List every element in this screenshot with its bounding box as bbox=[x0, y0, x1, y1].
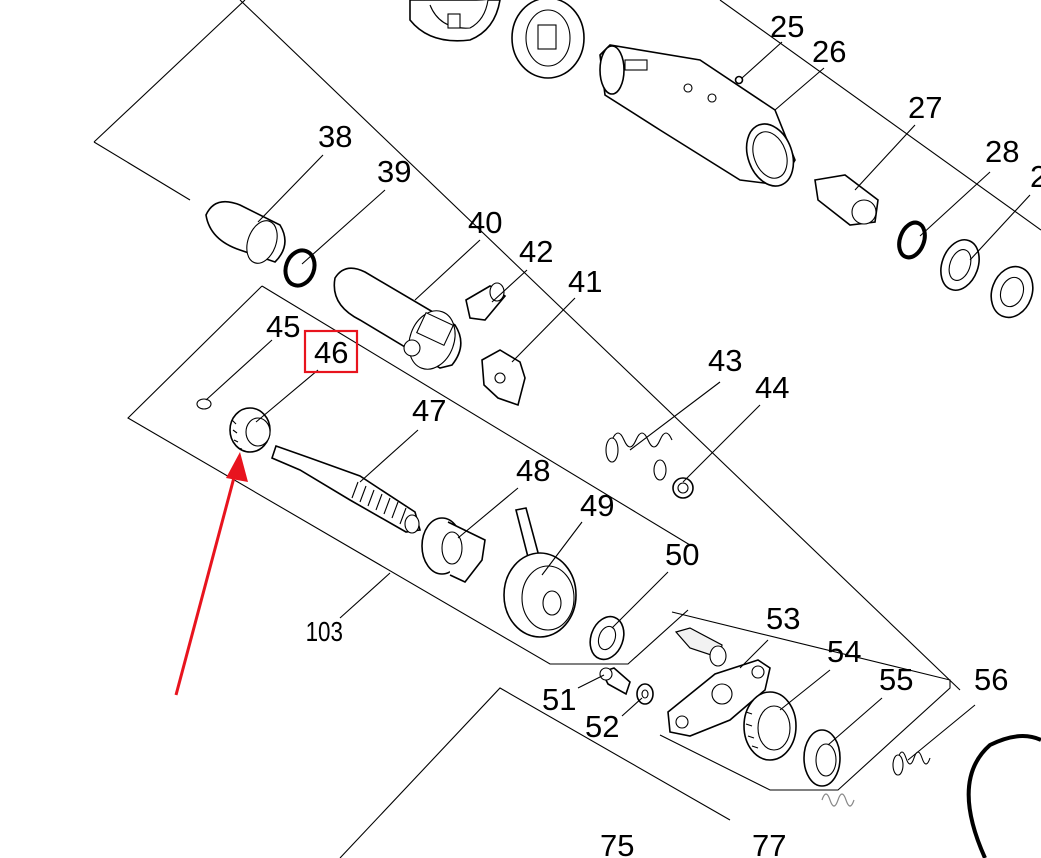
part-25-ball bbox=[734, 75, 744, 85]
label-28: 28 bbox=[985, 134, 1019, 169]
lower-assembly-frame bbox=[339, 687, 731, 858]
part-29-bearing bbox=[990, 265, 1034, 319]
part-54-gear bbox=[743, 691, 797, 761]
label-46: 46 bbox=[314, 335, 348, 370]
part-48-cam bbox=[421, 517, 486, 583]
part-gear-top bbox=[409, 0, 501, 42]
label-41: 41 bbox=[568, 264, 602, 299]
part-51-screw bbox=[599, 667, 631, 696]
part-41-plate bbox=[481, 349, 526, 407]
label-51: 51 bbox=[542, 682, 576, 717]
label-55: 55 bbox=[879, 662, 913, 697]
label-77: 77 bbox=[752, 828, 786, 858]
frame-53-group bbox=[659, 611, 951, 791]
label-39: 39 bbox=[377, 154, 411, 189]
highlight-arrow bbox=[174, 452, 248, 696]
label-25: 25 bbox=[770, 9, 804, 44]
frame-103 bbox=[127, 285, 691, 665]
part-spring-ghost bbox=[821, 793, 855, 807]
label-50: 50 bbox=[665, 537, 699, 572]
label-26: 26 bbox=[812, 34, 846, 69]
part-45-ring bbox=[196, 398, 212, 410]
label-47: 47 bbox=[412, 393, 446, 428]
label-45: 45 bbox=[266, 309, 300, 344]
part-44-cap bbox=[672, 477, 694, 499]
label-48: 48 bbox=[516, 453, 550, 488]
part-50-washer bbox=[589, 615, 625, 661]
label-27: 27 bbox=[908, 90, 942, 125]
label-52: 52 bbox=[585, 709, 619, 744]
label-49: 49 bbox=[580, 488, 614, 523]
leader-lines bbox=[205, 41, 1031, 761]
label-44: 44 bbox=[755, 370, 789, 405]
label-103: 103 bbox=[306, 617, 343, 648]
part-53-plate bbox=[667, 659, 771, 737]
part-39-oring bbox=[283, 248, 317, 288]
part-40-sleeve bbox=[333, 267, 462, 370]
label-40: 40 bbox=[468, 205, 502, 240]
part-55-bearing bbox=[803, 729, 841, 787]
part-49-body bbox=[503, 507, 577, 638]
part-38-cap bbox=[205, 200, 286, 264]
part-43-spring bbox=[605, 432, 673, 481]
label-53: 53 bbox=[766, 601, 800, 636]
label-38: 38 bbox=[318, 119, 352, 154]
part-26-cylinder bbox=[599, 44, 796, 187]
label-43: 43 bbox=[708, 343, 742, 378]
label-42: 42 bbox=[519, 234, 553, 269]
part-28-oring bbox=[897, 220, 927, 260]
part-51-screw-ghost bbox=[674, 627, 727, 667]
part-labels: 25 26 27 28 2 38 39 40 42 41 45 46 47 48… bbox=[266, 9, 1041, 858]
part-ring-plate bbox=[511, 0, 585, 79]
label-54: 54 bbox=[827, 634, 861, 669]
label-75: 75 bbox=[600, 828, 634, 858]
label-29: 2 bbox=[1030, 159, 1041, 194]
part-27-pin bbox=[814, 174, 879, 226]
part-56-spring bbox=[892, 751, 931, 776]
upper-assembly-frame bbox=[93, 0, 1041, 691]
highlight-box-46 bbox=[303, 329, 359, 374]
part-47-shaft bbox=[271, 444, 422, 534]
part-42-pin bbox=[465, 282, 507, 321]
label-56: 56 bbox=[974, 662, 1008, 697]
part-28-washer bbox=[940, 239, 980, 291]
part-large-oring bbox=[966, 734, 1041, 858]
